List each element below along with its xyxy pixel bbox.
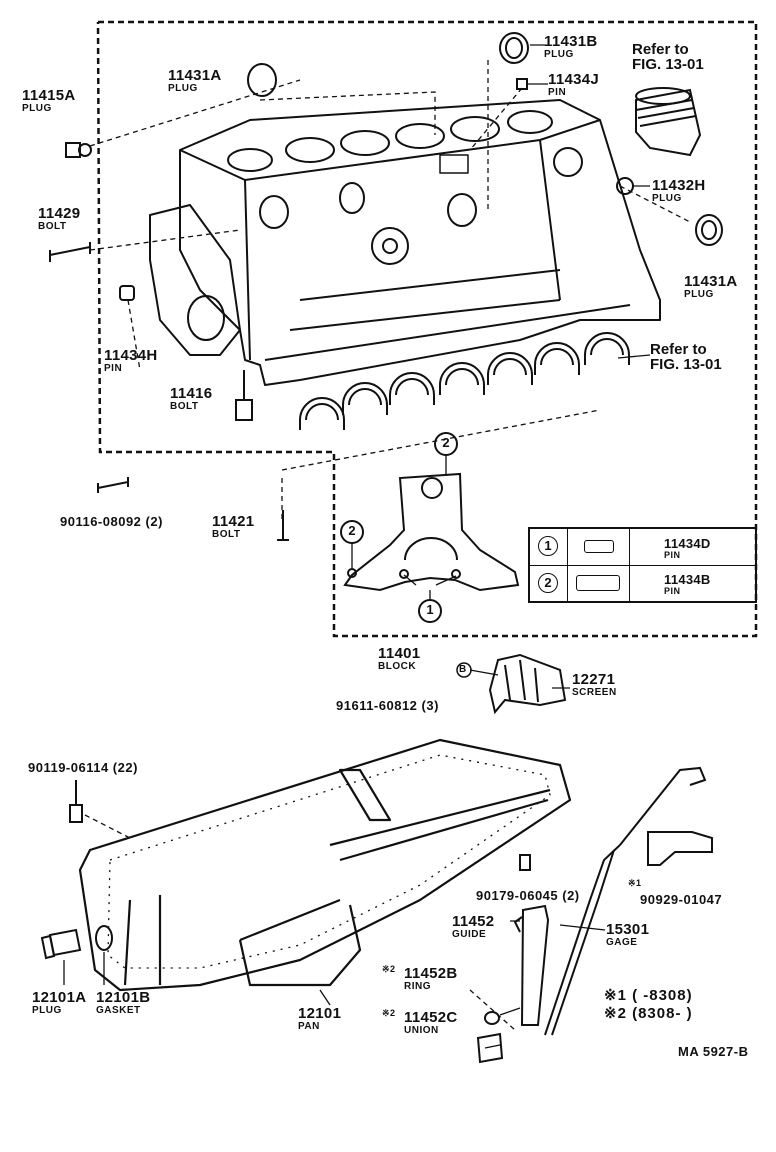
reference-fig-top: Refer to FIG. 13-01 bbox=[632, 42, 704, 72]
part-number: 12101 bbox=[298, 1005, 342, 1022]
part-name: PLUG bbox=[684, 289, 714, 300]
asterisk-2-marker-ring: ※2 bbox=[382, 964, 396, 974]
legend-part-number: 11434D bbox=[664, 536, 711, 551]
asterisk-2-marker-union: ※2 bbox=[382, 1008, 396, 1018]
pin-long-icon bbox=[576, 575, 620, 591]
code-90116: 90116-08092 (2) bbox=[60, 514, 163, 529]
part-name: PIN bbox=[104, 363, 123, 374]
part-number: 11431B bbox=[544, 33, 598, 50]
part-number: 15301 bbox=[606, 921, 650, 938]
part-name: UNION bbox=[404, 1025, 439, 1036]
label-11431a-right: 11431A PLUG bbox=[684, 274, 738, 300]
label-11452b: 11452B RING bbox=[404, 966, 458, 992]
part-number: 11401 bbox=[378, 645, 421, 662]
marker-2-top: 2 bbox=[442, 435, 450, 450]
label-11432h: 11432H PLUG bbox=[652, 178, 706, 204]
part-number: 11421 bbox=[212, 513, 255, 530]
part-name: BOLT bbox=[212, 529, 241, 540]
label-11431a-top: 11431A PLUG bbox=[168, 68, 222, 94]
label-11429: 11429 BOLT bbox=[38, 206, 80, 232]
part-number: 11431A bbox=[168, 67, 222, 84]
part-number: 11432H bbox=[652, 177, 706, 194]
legend-key-2: 2 bbox=[538, 573, 558, 593]
part-number: 11431A bbox=[684, 273, 738, 290]
reference-line-1: Refer to bbox=[650, 341, 707, 358]
legend-key-1: 1 bbox=[538, 536, 558, 556]
part-name: PLUG bbox=[22, 103, 52, 114]
part-number: 11415A bbox=[22, 87, 76, 104]
label-11452: 11452 GUIDE bbox=[452, 914, 494, 940]
note-applicability-2: ※2 (8308- ) bbox=[604, 1005, 693, 1022]
part-name: PLUG bbox=[168, 83, 198, 94]
part-number: 11429 bbox=[38, 205, 81, 222]
label-11434j: 11434J PIN bbox=[548, 72, 599, 98]
label-12101a: 12101A PLUG bbox=[32, 990, 86, 1016]
part-number: 11452C bbox=[404, 1009, 458, 1026]
part-name: BOLT bbox=[170, 401, 199, 412]
oil-screen-drawing bbox=[456, 653, 567, 715]
note-applicability-1: ※1 ( -8308) bbox=[604, 987, 693, 1004]
part-name: PLUG bbox=[32, 1005, 62, 1016]
part-name: GUIDE bbox=[452, 929, 487, 940]
oil-pan-drawing bbox=[78, 738, 572, 992]
reference-line-2: FIG. 13-01 bbox=[650, 356, 722, 373]
part-name: PLUG bbox=[544, 49, 574, 60]
part-name: BOLT bbox=[38, 221, 67, 232]
part-number: 12101A bbox=[32, 989, 87, 1006]
label-11431b: 11431B PLUG bbox=[544, 34, 598, 60]
part-name: SCREEN bbox=[572, 687, 617, 698]
asterisk-1-marker: ※1 bbox=[628, 878, 642, 888]
label-12101: 12101 PAN bbox=[298, 1006, 341, 1032]
part-name: PAN bbox=[298, 1021, 320, 1032]
part-name: GASKET bbox=[96, 1005, 141, 1016]
part-number: 11434J bbox=[548, 71, 600, 88]
legend-part-number: 11434B bbox=[664, 572, 711, 587]
pin-short-icon bbox=[584, 540, 614, 553]
label-11452c: 11452C UNION bbox=[404, 1010, 458, 1036]
marker-1-bottom: 1 bbox=[426, 602, 434, 617]
part-name: RING bbox=[404, 981, 431, 992]
label-15301: 15301 GAGE bbox=[606, 922, 649, 948]
code-90179: 90179-06045 (2) bbox=[476, 888, 580, 903]
legend-row-2: 2 11434B PIN bbox=[530, 566, 755, 602]
marker-b: B bbox=[459, 664, 467, 675]
bearing-drawing bbox=[299, 332, 630, 430]
part-number: 11452 bbox=[452, 913, 495, 930]
pin-legend-table: 1 11434D PIN 2 11434B PIN bbox=[528, 527, 757, 603]
label-12271: 12271 SCREEN bbox=[572, 672, 617, 698]
label-12101b: 12101B GASKET bbox=[96, 990, 150, 1016]
label-11421: 11421 BOLT bbox=[212, 514, 254, 540]
part-number: 11452B bbox=[404, 965, 458, 982]
label-11401: 11401 BLOCK bbox=[378, 646, 420, 672]
reference-line-2: FIG. 13-01 bbox=[632, 56, 704, 73]
part-name: BLOCK bbox=[378, 661, 417, 672]
part-number: 12101B bbox=[96, 989, 151, 1006]
part-name: PIN bbox=[548, 87, 567, 98]
code-90119: 90119-06114 (22) bbox=[28, 760, 138, 775]
code-90929: 90929-01047 bbox=[640, 892, 723, 907]
legend-part-name: PIN bbox=[664, 550, 681, 560]
part-name: GAGE bbox=[606, 937, 638, 948]
part-name: PLUG bbox=[652, 193, 682, 204]
reference-fig-bearings: Refer to FIG. 13-01 bbox=[650, 342, 722, 372]
label-11415a: 11415A PLUG bbox=[22, 88, 76, 114]
part-number: 12271 bbox=[572, 671, 616, 688]
catalog-code: MA 5927-B bbox=[678, 1044, 749, 1059]
marker-2-left: 2 bbox=[348, 523, 356, 538]
block-bottom-outline bbox=[340, 432, 520, 623]
code-91611: 91611-60812 (3) bbox=[336, 698, 439, 713]
label-11434h: 11434H PIN bbox=[104, 348, 158, 374]
reference-line-1: Refer to bbox=[632, 41, 689, 58]
gauge-handle bbox=[619, 766, 707, 846]
part-number: 11416 bbox=[170, 385, 213, 402]
engine-block-drawing bbox=[149, 99, 661, 386]
legend-part-name: PIN bbox=[664, 586, 681, 596]
label-11416: 11416 BOLT bbox=[170, 386, 212, 412]
legend-row-1: 1 11434D PIN bbox=[530, 529, 755, 566]
part-number: 11434H bbox=[104, 347, 158, 364]
